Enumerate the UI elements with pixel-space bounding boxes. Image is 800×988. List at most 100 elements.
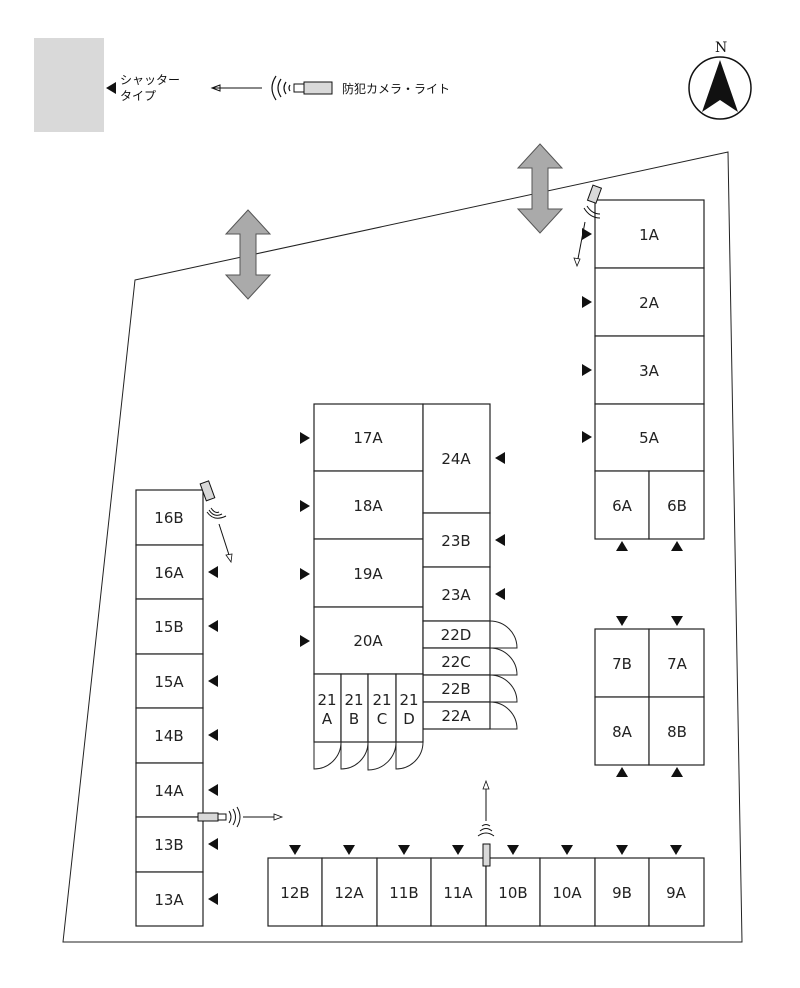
camera-14A-signal-icon <box>228 806 241 828</box>
marker-11B-icon <box>398 845 410 855</box>
door-21C <box>367 741 397 771</box>
unit-label-10B: 10B <box>498 884 527 902</box>
unit-22C[interactable] <box>422 647 491 676</box>
door-21A <box>313 741 342 770</box>
unit-2A[interactable] <box>594 267 705 337</box>
unit-label-19A: 19A <box>353 565 383 583</box>
marker-10B-icon <box>507 845 519 855</box>
door-21B <box>340 741 369 770</box>
unit-16A[interactable] <box>135 544 204 600</box>
camera-16B-icon <box>199 480 216 502</box>
marker-16A-icon <box>208 566 218 578</box>
unit-21B[interactable] <box>340 673 369 743</box>
unit-22A[interactable] <box>422 701 491 730</box>
unit-7B[interactable] <box>594 628 650 698</box>
door-21D <box>395 741 424 770</box>
marker-10A-icon <box>561 845 573 855</box>
unit-label-21A-letter: A <box>322 710 333 728</box>
unit-8A[interactable] <box>594 696 650 766</box>
door-22B <box>489 674 518 703</box>
unit-15B[interactable] <box>135 598 204 655</box>
unit-label-13A: 13A <box>154 891 184 909</box>
unit-21A[interactable] <box>313 673 342 743</box>
unit-14A[interactable] <box>135 762 204 818</box>
unit-6B[interactable] <box>648 470 705 540</box>
unit-label-10A: 10A <box>552 884 582 902</box>
markers-central <box>300 432 505 647</box>
unit-21C[interactable] <box>367 673 397 743</box>
unit-label-21C-letter: C <box>377 710 387 728</box>
unit-label-3A: 3A <box>639 362 660 380</box>
unit-12A[interactable] <box>321 857 378 927</box>
marker-7B-icon <box>616 616 628 626</box>
door-22D <box>489 620 518 649</box>
unit-10B[interactable] <box>485 857 541 927</box>
unit-18A[interactable] <box>313 470 424 540</box>
markers-left-column <box>208 566 218 905</box>
camera-legend-body-icon <box>303 81 333 95</box>
labels-central: 17A 18A 19A 20A 24A 23B 23A 22D 22C 22B … <box>317 429 471 728</box>
camera-1A-direction-icon <box>573 257 581 268</box>
unit-13A[interactable] <box>135 871 204 927</box>
unit-label-24A: 24A <box>441 450 471 468</box>
unit-label-20A: 20A <box>353 632 383 650</box>
camera-bottom-signal-icon <box>477 824 495 837</box>
unit-12B[interactable] <box>267 857 323 927</box>
marker-12A-icon <box>343 845 355 855</box>
unit-23B[interactable] <box>422 512 491 568</box>
unit-label-23A: 23A <box>441 586 471 604</box>
marker-9A-icon <box>670 845 682 855</box>
marker-14A-icon <box>208 784 218 796</box>
camera-signal-icon <box>271 75 291 101</box>
unit-5A[interactable] <box>594 403 705 472</box>
compass-north-label: N <box>715 40 727 56</box>
unit-label-11A: 11A <box>443 884 473 902</box>
camera-14A <box>197 806 284 828</box>
unit-14B[interactable] <box>135 707 204 764</box>
marker-23B-icon <box>495 534 505 546</box>
door-swings <box>313 620 518 771</box>
marker-15B-icon <box>208 620 218 632</box>
unit-13B[interactable] <box>135 816 204 873</box>
unit-label-16A: 16A <box>154 564 184 582</box>
camera-bottom-icon <box>482 843 491 867</box>
unit-17A[interactable] <box>313 403 424 472</box>
camera-1A <box>573 184 603 268</box>
legend: シャッター タイプ 防犯カメラ・ライト <box>34 38 450 132</box>
entrance-arrow-left-icon <box>224 209 272 300</box>
unit-16B[interactable] <box>135 489 204 546</box>
unit-label-14A: 14A <box>154 782 184 800</box>
camera-bottom <box>477 779 495 867</box>
labels-right-column: 1A 2A 3A 5A 6A 6B <box>612 226 687 515</box>
unit-11B[interactable] <box>376 857 432 927</box>
unit-21D[interactable] <box>395 673 424 743</box>
camera-16B-signal-icon <box>206 507 227 519</box>
unit-20A[interactable] <box>313 606 424 675</box>
camera-14A-icon <box>197 812 219 822</box>
unit-23A[interactable] <box>422 566 491 622</box>
unit-label-12A: 12A <box>334 884 364 902</box>
unit-6A[interactable] <box>594 470 650 540</box>
unit-24A[interactable] <box>422 403 491 514</box>
marker-9B-icon <box>616 845 628 855</box>
unit-label-21D-num: 21 <box>399 691 418 709</box>
unit-11A[interactable] <box>430 857 487 927</box>
marker-13B-icon <box>208 838 218 850</box>
unit-9B[interactable] <box>594 857 650 927</box>
unit-9A[interactable] <box>648 857 705 927</box>
block-left-column <box>135 489 204 927</box>
shutter-type-label-line1: シャッター <box>120 73 180 87</box>
marker-11A-icon <box>452 845 464 855</box>
markers-7-8 <box>616 616 683 777</box>
block-central <box>313 403 491 743</box>
camera-bottom-direction-icon <box>482 779 490 790</box>
marker-23A-icon <box>495 588 505 600</box>
unit-label-8A: 8A <box>612 723 633 741</box>
unit-8B[interactable] <box>648 696 705 766</box>
unit-label-18A: 18A <box>353 497 383 515</box>
unit-3A[interactable] <box>594 335 705 405</box>
markers-right-column <box>582 228 683 551</box>
marker-20A-icon <box>300 635 310 647</box>
marker-2A-icon <box>582 296 592 308</box>
